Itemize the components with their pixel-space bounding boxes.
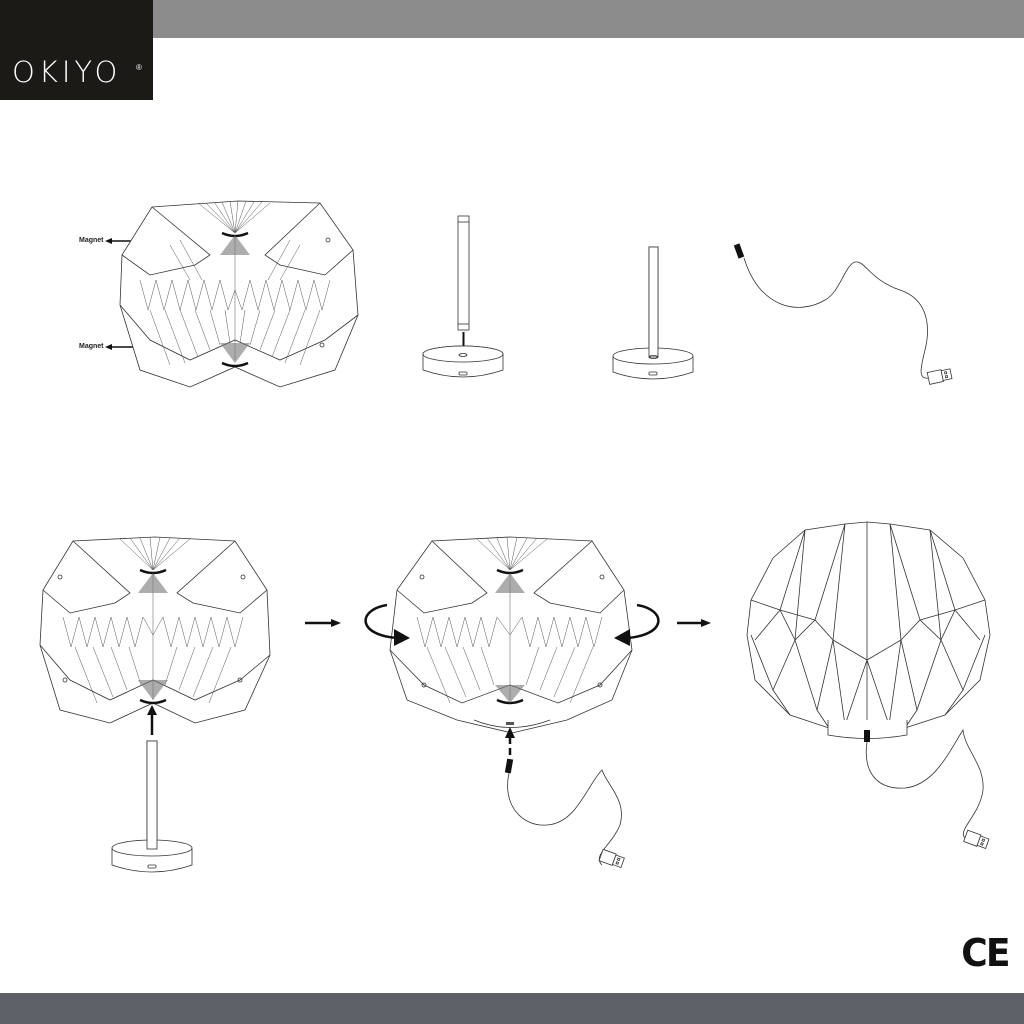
usb-plug-icon (598, 848, 625, 869)
usb-plug-icon (963, 829, 990, 849)
rod-assembled-figure (610, 244, 700, 384)
up-arrow-icon (505, 727, 515, 755)
right-arrow-icon (677, 619, 711, 627)
flow-arrow-1 (303, 617, 343, 629)
dc-plug-icon (864, 730, 870, 742)
usb-cable-figure (730, 240, 960, 390)
magnet-label-top: Magnet (79, 237, 104, 244)
rotate-left-icon (364, 603, 410, 646)
usb-plug-icon (926, 368, 953, 385)
dc-plug-icon (733, 243, 745, 259)
flow-arrow-2 (675, 617, 715, 629)
rod-insert-figure (420, 212, 510, 382)
footer-bar (0, 993, 1024, 1024)
brand-name: OKIYO (12, 55, 122, 89)
magnet-label-bottom: Magnet (79, 343, 104, 350)
ce-certification-mark: CE (961, 931, 1010, 975)
folded-shade-figure (105, 195, 360, 395)
brand-logo-block: OKIYO ® (0, 0, 153, 100)
shade-onto-rod-figure (35, 535, 275, 880)
rotate-open-figure (362, 535, 662, 870)
header-bar (153, 0, 1024, 38)
rotate-right-icon (614, 603, 660, 646)
registered-mark: ® (136, 63, 142, 72)
right-arrow-icon (305, 619, 341, 627)
dc-plug-icon (504, 758, 514, 774)
up-arrow-icon (147, 705, 157, 735)
finished-lamp-figure (745, 520, 995, 860)
